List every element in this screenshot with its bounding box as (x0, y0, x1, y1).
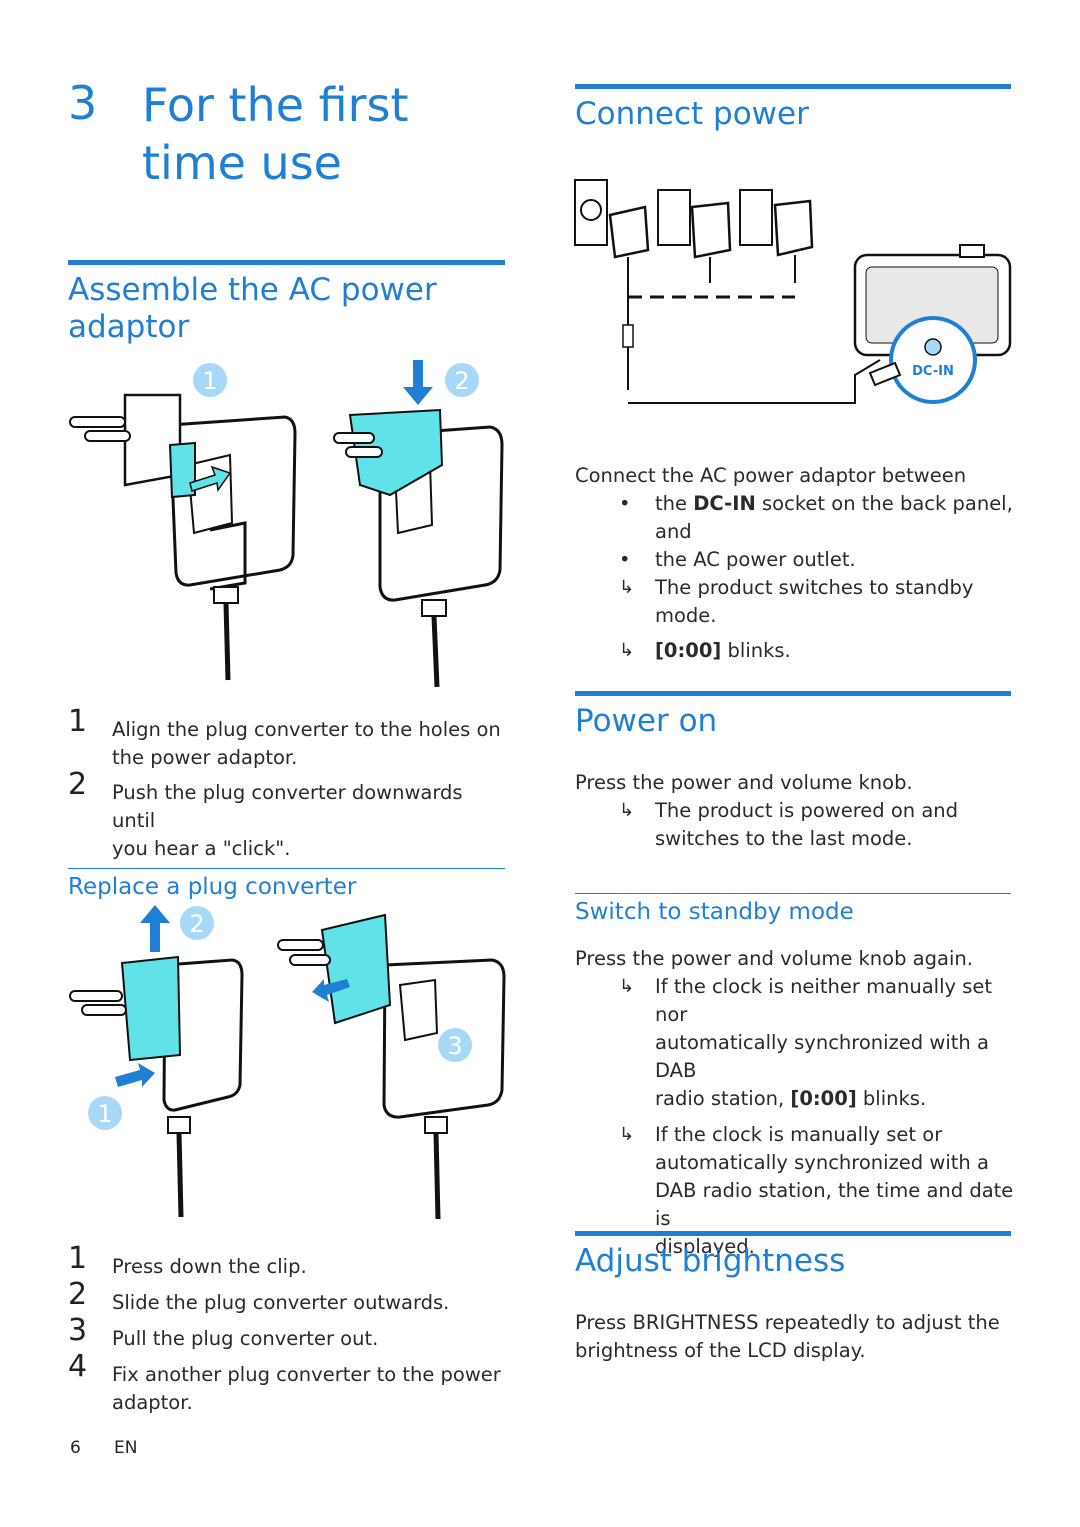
standby-result-1: ↳ If the clock is neither manually set n… (619, 975, 993, 1110)
heading-connect: Connect power (575, 96, 809, 132)
chapter-title-line2: time use (142, 136, 342, 190)
adapter-right (333, 408, 504, 688)
step-number: 3 (68, 1313, 88, 1348)
step-text: adaptor. (112, 1391, 193, 1414)
assemble-step-1: 1 Align the plug converter to the holes … (68, 707, 507, 772)
standby-result-2: ↳ If the clock is manually set or automa… (619, 1123, 1014, 1258)
heading-power-on: Power on (575, 703, 718, 739)
connect-bullet-2: • the AC power outlet. (575, 546, 1015, 574)
step-text: the power adaptor. (112, 746, 298, 769)
step-number: 4 (68, 1349, 88, 1384)
step-text: Fix another plug converter to the power (112, 1363, 501, 1386)
adapter-left (69, 393, 297, 681)
bullet-icon: • (619, 548, 631, 571)
radio-device (853, 244, 1012, 357)
heading-replace: Replace a plug converter (68, 874, 357, 900)
connect-text: Connect the AC power adaptor between • t… (575, 462, 1015, 665)
replace-illustration: 2 1 3 (69, 905, 506, 1220)
connect-illustration: DC-IN (574, 179, 1012, 404)
svg-text:3: 3 (447, 1032, 462, 1060)
section-rule-replace (68, 868, 505, 869)
step-text: Press down the clip. (112, 1255, 307, 1278)
step-text: Slide the plug converter outwards. (112, 1291, 450, 1314)
heading-brightness: Adjust brightness (575, 1243, 846, 1279)
chapter-title: For the first time use (142, 76, 409, 192)
result-arrow-icon: ↳ (619, 1124, 635, 1145)
standby-intro: Press the power and volume knob again. (575, 947, 973, 970)
chapter-number: 3 (68, 76, 98, 130)
bullet-icon: • (619, 492, 631, 515)
heading-standby: Switch to standby mode (575, 899, 854, 925)
section-rule-brightness (575, 1231, 1011, 1236)
step-text: Align the plug converter to the holes on (112, 718, 501, 741)
replace-adapter-left (69, 955, 244, 1218)
replace-step-2: 2 Slide the plug converter outwards. (68, 1280, 507, 1317)
section-rule-power-on (575, 691, 1011, 696)
power-on-intro: Press the power and volume knob. (575, 771, 913, 794)
heading-assemble-line1: Assemble the AC power (68, 272, 437, 308)
connect-intro: Connect the AC power adaptor between (575, 464, 967, 487)
section-rule-connect (575, 84, 1011, 89)
step-text: Push the plug converter downwards until (112, 781, 463, 832)
replace-step-1: 1 Press down the clip. (68, 1244, 507, 1281)
replace-step-3: 3 Pull the plug converter out. (68, 1316, 507, 1353)
step-text: Pull the plug converter out. (112, 1327, 379, 1350)
callout-2-a (445, 363, 479, 397)
callout-3 (438, 1028, 472, 1062)
language-code: EN (114, 1438, 138, 1458)
result-arrow-icon: ↳ (619, 976, 635, 997)
assemble-steps: 1 Align the plug converter to the holes … (68, 707, 507, 863)
heading-assemble-line2: adaptor (68, 309, 190, 345)
replace-steps: 1 Press down the clip. 2 Slide the plug … (68, 1244, 507, 1417)
connect-result-2: ↳ [0:00] blinks. (575, 637, 1015, 665)
chapter-title-line1: For the first (142, 78, 409, 132)
step-number: 2 (68, 1277, 88, 1312)
result-arrow-icon: ↳ (619, 577, 635, 598)
connect-result-1: ↳ The product switches to standby mode. (619, 576, 974, 627)
section-rule-assemble (68, 260, 505, 265)
svg-text:DC-IN: DC-IN (912, 364, 954, 379)
assemble-illustration: 1 2 (69, 360, 504, 688)
svg-text:2: 2 (454, 367, 469, 395)
outlet-uk (657, 189, 732, 259)
replace-step-4: 4 Fix another plug converter to the powe… (68, 1352, 507, 1417)
callout-1-a (193, 363, 227, 397)
standby-text: Press the power and volume knob again. ↳… (575, 945, 1015, 1261)
svg-text:1: 1 (97, 1100, 112, 1128)
callout-1-b (88, 1096, 122, 1130)
outlet-au (739, 189, 814, 257)
assemble-step-2: 2 Push the plug converter downwards unti… (68, 770, 507, 863)
power-on-text: Press the power and volume knob. ↳ The p… (575, 769, 1015, 853)
outlet-eu (574, 179, 650, 259)
replace-adapter-right (277, 913, 506, 1220)
svg-text:2: 2 (189, 910, 204, 938)
heading-assemble: Assemble the AC power adaptor (68, 272, 437, 346)
brightness-text: Press BRIGHTNESS repeatedly to adjust th… (575, 1311, 1000, 1362)
step-number: 1 (68, 1241, 88, 1276)
connect-bullet-1: • the DC-IN socket on the back panel, an… (619, 492, 1013, 543)
svg-text:1: 1 (202, 367, 217, 395)
step-number: 2 (68, 767, 88, 802)
step-number: 1 (68, 704, 88, 739)
callout-2-b (180, 906, 214, 940)
page-number: 6 (70, 1438, 81, 1458)
power-on-result: ↳ The product is powered on and switches… (619, 799, 959, 850)
section-rule-standby (575, 893, 1011, 894)
dc-in-zoom (889, 316, 977, 404)
result-arrow-icon: ↳ (619, 640, 635, 661)
step-text: you hear a "click". (112, 837, 291, 860)
result-arrow-icon: ↳ (619, 800, 635, 821)
